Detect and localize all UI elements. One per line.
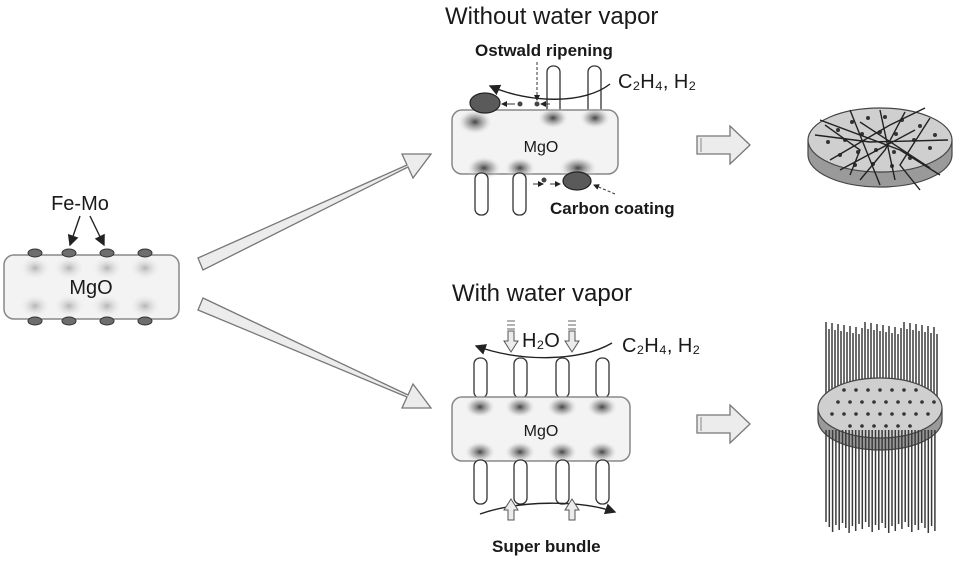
- super-bundle-disc: [817, 322, 943, 533]
- without-vapor-panel: Without water vapor Ostwald ripening C₂H…: [445, 3, 953, 218]
- gas-label-bottom: C₂H₄, H₂: [622, 335, 700, 357]
- gas-label-top: C₂H₄, H₂: [618, 71, 696, 93]
- gas-flow-arrow-bottom: [474, 342, 613, 359]
- vapor-title: With water vapor: [452, 280, 632, 307]
- bundle-dots: [830, 388, 936, 428]
- small-particle-top: [517, 101, 523, 107]
- process-arrow-top: [696, 124, 751, 166]
- fe-mo-pointer-left: [67, 215, 81, 247]
- small-particle-bottom: [541, 177, 547, 183]
- mgo-label-initial: MgO: [69, 277, 112, 299]
- gas-flow-arrow-under: [479, 502, 617, 515]
- ripened-particle-top: [469, 92, 501, 114]
- tangled-cnt-disc: [807, 107, 953, 191]
- arrow-to-with-vapor: [197, 297, 433, 409]
- initial-catalyst: MgO Fe-Mo: [3, 193, 180, 326]
- lower-tubes-top: [474, 172, 527, 216]
- gas-flow-arrow-top: [488, 83, 611, 100]
- process-arrow-bottom: [696, 403, 751, 445]
- fe-mo-particles: [27, 248, 153, 326]
- fe-mo-pointer-right: [89, 215, 105, 247]
- small-particle-top-2: [534, 101, 540, 107]
- fe-mo-label: Fe-Mo: [51, 193, 109, 215]
- mgo-label-bottom: MgO: [524, 423, 559, 440]
- mgo-label-top: MgO: [524, 139, 559, 156]
- initial-shadows: [18, 255, 162, 319]
- with-vapor-panel: With water vapor H₂O C₂H₄, H₂: [451, 280, 943, 556]
- ostwald-label: Ostwald ripening: [475, 41, 613, 60]
- coated-particle-bottom: [562, 171, 592, 191]
- coating-pointer: [593, 184, 616, 195]
- carbon-coating-label: Carbon coating: [550, 199, 675, 218]
- super-bundle-label: Super bundle: [492, 537, 601, 556]
- bottom-shadows: [464, 396, 618, 463]
- no-vapor-title: Without water vapor: [445, 3, 658, 30]
- water-inlet-arrows-under: [503, 498, 580, 521]
- water-label: H₂O: [522, 330, 560, 352]
- water-inlet-arrows: [503, 320, 580, 353]
- lower-tubes-bottom: [473, 459, 610, 505]
- arrow-to-without-vapor: [197, 153, 433, 271]
- upper-tubes-bottom: [473, 357, 610, 399]
- lower-bundle-tubes: [825, 430, 936, 533]
- branch-arrows: [197, 153, 433, 409]
- mgo-block-bottom: [451, 396, 631, 462]
